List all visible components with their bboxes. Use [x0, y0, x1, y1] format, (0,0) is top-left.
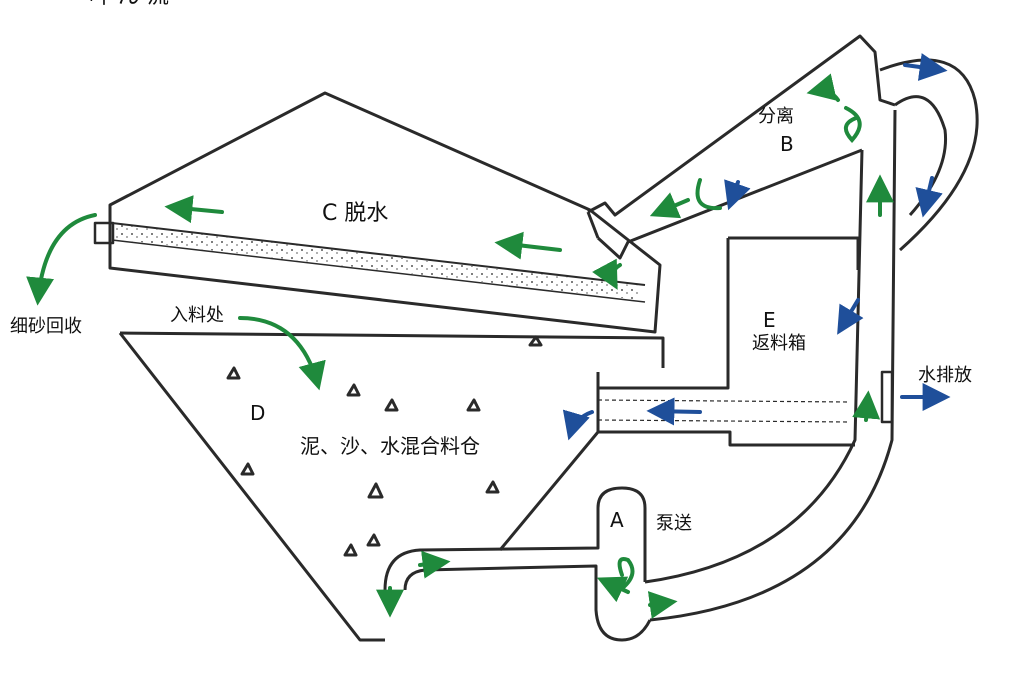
label-pump-letter: A — [610, 508, 624, 532]
pump-a-and-pipes — [383, 109, 897, 642]
green-flow-arrows — [26, 73, 894, 619]
label-dewater: C 脱水 — [322, 201, 389, 226]
return-box-e — [596, 236, 894, 447]
label-pump: 泵送 — [656, 513, 692, 534]
title-fragment: ー 吽 ん 流 — [0, 0, 260, 10]
label-separate: 分离 — [758, 106, 794, 127]
label-water-discharge: 水排放 — [918, 365, 972, 386]
label-fine-sand: 细砂回收 — [10, 316, 82, 337]
label-return-box: 返料箱 — [752, 333, 806, 354]
label-separate-letter: B — [780, 132, 794, 156]
mixing-bin-d — [118, 331, 665, 642]
label-bin-letter: D — [250, 401, 266, 425]
label-bin: 泥、沙、水混合料仓 — [300, 434, 480, 458]
label-return-box-letter: E — [763, 308, 776, 332]
title-fragment-text: ー 吽 ん 流 — [60, 0, 169, 8]
label-feed-point: 入料处 — [170, 305, 224, 326]
dewatering-screen-c — [93, 91, 662, 334]
blue-flow-arrows — [562, 53, 951, 441]
